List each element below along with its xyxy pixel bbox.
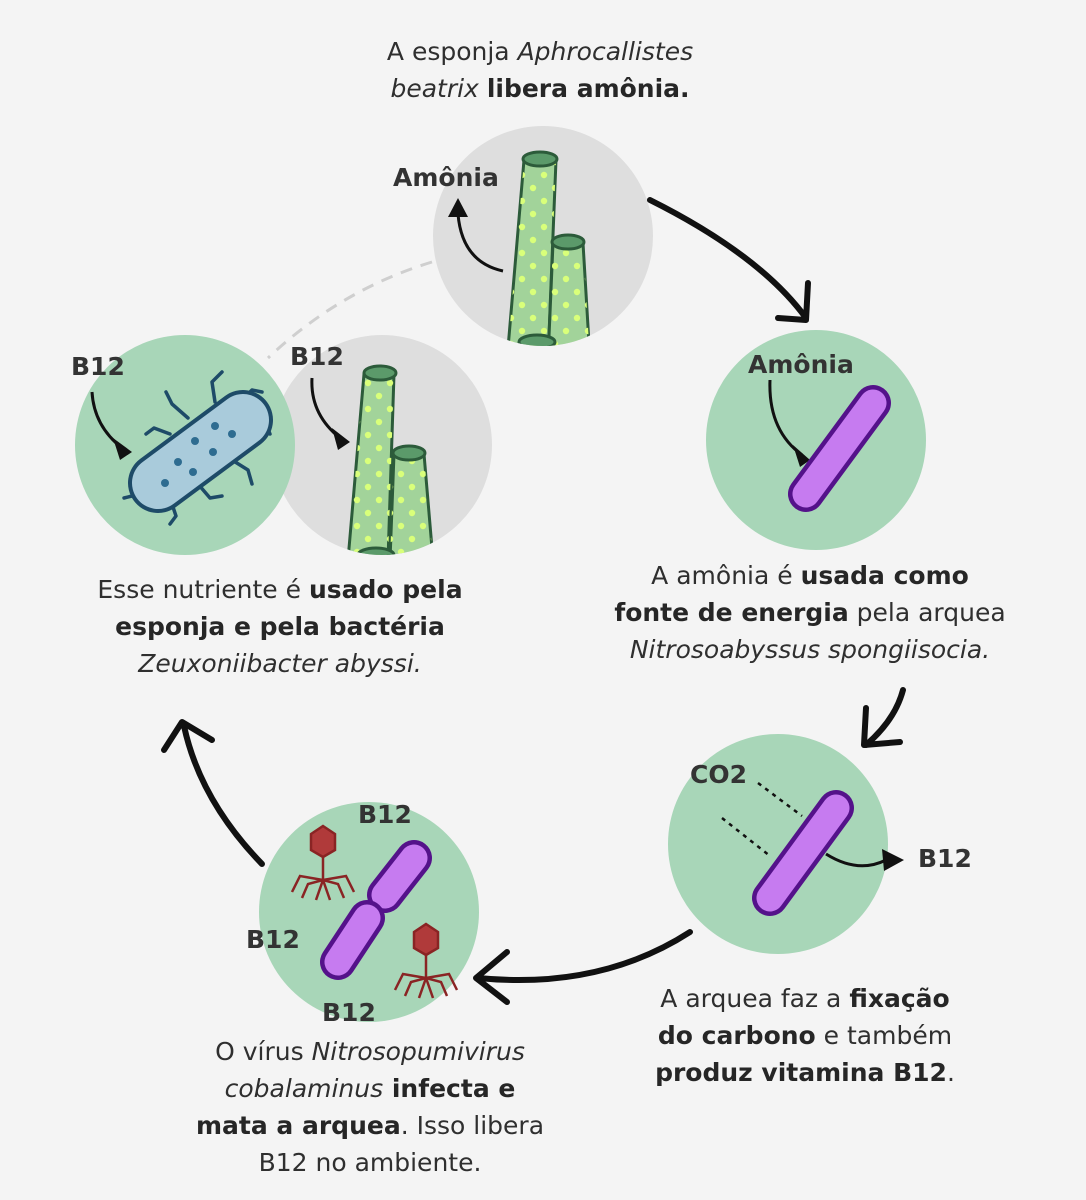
arrow-head-icon (448, 198, 468, 217)
b12-label: B12 (918, 844, 972, 873)
b12-release-arrow-icon (882, 849, 904, 871)
co2-label: CO2 (690, 760, 747, 789)
sponge-tubes-icon (505, 150, 592, 346)
sponge-top-circle (433, 126, 653, 346)
cycle-arrow-head-4 (161, 719, 215, 753)
b12-label: B12 (71, 352, 125, 381)
bacteria-spots (161, 422, 236, 487)
step-sponge-caption: A esponja Aphrocallistes beatrix libera … (386, 37, 694, 103)
step-nutrient-caption: Esse nutriente é usado pela esponja e pe… (97, 575, 463, 678)
bacteria-icon (122, 370, 273, 526)
virus-icon (393, 922, 459, 999)
b12-label: B12 (322, 998, 376, 1027)
cycle-arrow-3 (475, 929, 693, 984)
archaea-ammonia-circle (706, 330, 926, 550)
cycle-arrow-head-2 (861, 705, 903, 748)
ammonia-release-arrow (456, 213, 504, 273)
step-archaea-caption: A amônia é usada como fonte de energia p… (614, 561, 1006, 664)
cycle-arrow-head-1 (775, 280, 811, 323)
sponge-tubes-icon (346, 364, 435, 555)
b12-label: B12 (290, 342, 344, 371)
ammonia-label: Amônia (393, 163, 499, 192)
ammonia-label: Amônia (748, 350, 854, 379)
cycle-arrow-2 (863, 687, 906, 748)
sponge-b12-circle (272, 335, 492, 555)
step-virus-caption: O vírus Nitrosopumivirus cobalaminus inf… (195, 1037, 545, 1177)
cycle-arrow-1 (647, 197, 809, 321)
b12-label: B12 (358, 800, 412, 829)
step-fixation-caption: A arquea faz a fixação do carbono e tamb… (655, 984, 955, 1087)
cycle-arrow-head-3 (473, 949, 510, 1005)
dashed-connector (266, 260, 433, 360)
virus-icon (290, 824, 356, 901)
cycle-arrow-4 (181, 723, 265, 867)
virus-infection-circle (259, 802, 479, 1022)
b12-label: B12 (246, 925, 300, 954)
bacteria-b12-circle (75, 335, 295, 555)
carbon-fixation-circle (668, 734, 904, 954)
